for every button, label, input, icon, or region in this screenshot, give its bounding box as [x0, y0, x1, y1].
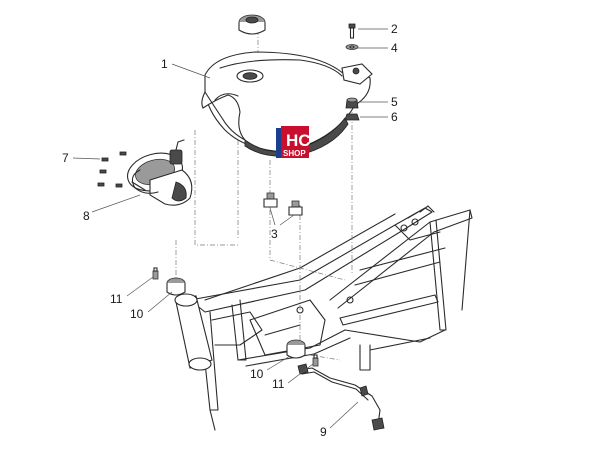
fuel-pump-assembly [97, 139, 193, 206]
hc-shop-logo: HC SHOP [276, 126, 311, 158]
tank-clip-nuts [263, 192, 303, 216]
fuel-cap [238, 14, 266, 35]
callout-3: 3 [271, 227, 278, 241]
callout-4: 4 [391, 41, 398, 55]
frame-bumpers [152, 267, 319, 367]
callout-8: 8 [83, 209, 90, 223]
callout-10-upper: 10 [130, 307, 144, 321]
callout-1: 1 [161, 57, 168, 71]
callout-11-upper: 11 [110, 292, 123, 306]
fuel-breather-pipe [297, 363, 385, 431]
callout-2: 2 [391, 22, 398, 36]
callout-5: 5 [391, 95, 398, 109]
callout-6: 6 [391, 110, 398, 124]
callout-leaders [72, 28, 388, 429]
frame-chassis [174, 205, 473, 431]
callout-9: 9 [320, 425, 327, 439]
logo-line-2: SHOP [283, 149, 306, 158]
callout-10-lower: 10 [250, 367, 264, 381]
logo-line-1: HC [286, 131, 311, 150]
tank-rear-fasteners [344, 23, 360, 121]
callout-7: 7 [62, 151, 69, 165]
fuel-tank [201, 51, 373, 157]
callout-11-lower: 11 [272, 377, 285, 391]
pump-screws [97, 151, 127, 188]
callout-labels: 1 2 3 4 5 6 7 8 9 10 10 11 11 [62, 22, 398, 439]
